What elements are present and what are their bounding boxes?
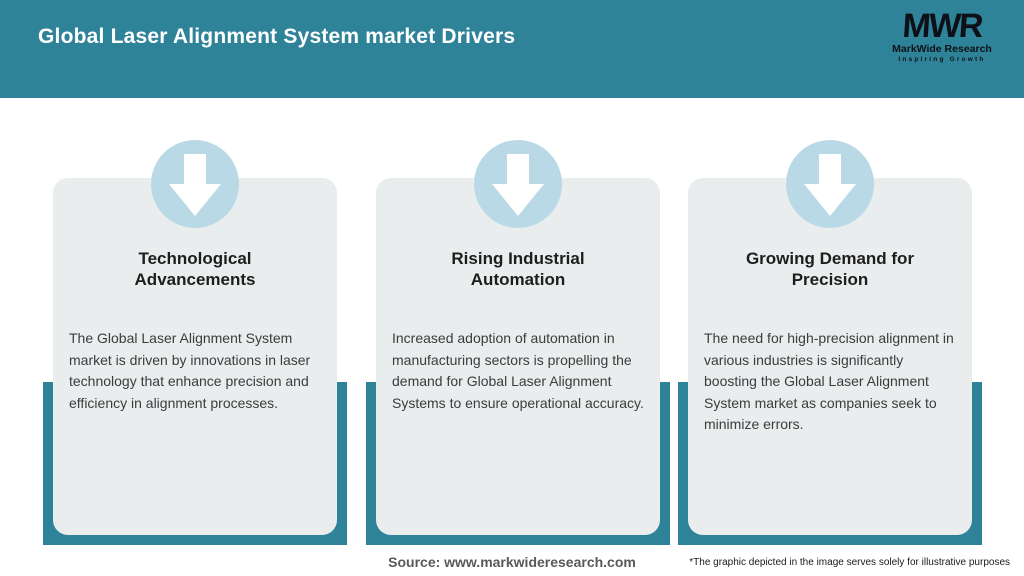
source-link[interactable]: Source: www.markwideresearch.com: [388, 554, 636, 570]
logo-name: MarkWide Research: [892, 43, 992, 55]
driver-card-technological-advancements: [53, 178, 337, 535]
driver-card-rising-industrial-automation: [376, 178, 660, 535]
markwide-research-logo: MWR MarkWide Research Inspiring Growth: [882, 7, 1002, 63]
card-body-text: The need for high-precision alignment in…: [704, 330, 954, 432]
driver-card-growing-demand-for-precision: [688, 178, 972, 535]
logo-tagline: Inspiring Growth: [898, 56, 986, 63]
card-title: Technological Advancements: [53, 248, 337, 290]
down-arrow-icon: [786, 140, 874, 228]
header-bar: Global Laser Alignment System market Dri…: [0, 0, 1024, 98]
card-body-text: The Global Laser Alignment System market…: [69, 330, 311, 411]
down-arrow-icon: [474, 140, 562, 228]
page-title: Global Laser Alignment System market Dri…: [38, 25, 516, 48]
down-arrow-icon: [151, 140, 239, 228]
card-title: Growing Demand for Precision: [688, 248, 972, 290]
card-title-text: Technological Advancements: [134, 249, 256, 289]
card-title-text: Growing Demand for Precision: [745, 249, 915, 289]
logo-acronym: MWR: [901, 7, 983, 45]
card-title-text: Rising Industrial Automation: [451, 249, 585, 289]
card-body-text: Increased adoption of automation in manu…: [392, 330, 644, 411]
card-title: Rising Industrial Automation: [376, 248, 660, 290]
disclaimer-text: *The graphic depicted in the image serve…: [689, 557, 1010, 568]
